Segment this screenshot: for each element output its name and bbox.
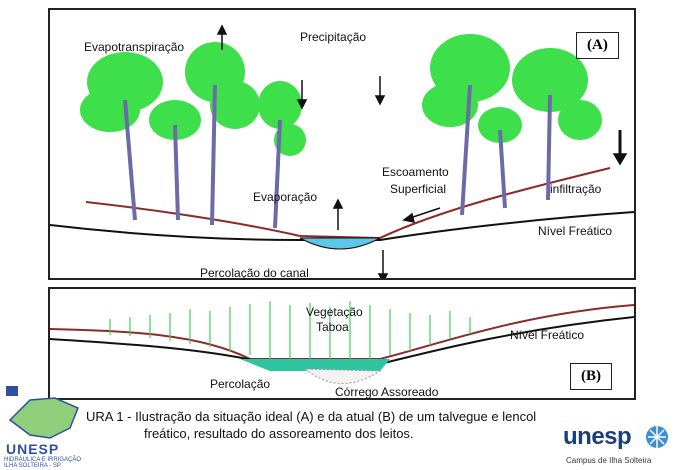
percolation-label-b: Percolação bbox=[210, 377, 271, 391]
panel-b-drawing bbox=[50, 301, 634, 384]
channel-percolation-label: Percolação do canal bbox=[200, 266, 309, 280]
water-table-label-b: Nível Freático bbox=[510, 328, 585, 342]
caption-line-1: URA 1 - Ilustração da situação ideal (A)… bbox=[86, 409, 537, 424]
unesp-left-subtitle: HIDRÁULICA E IRRIGAÇÃO ILHA SOLTEIRA - S… bbox=[4, 457, 82, 469]
evapotranspiration-label: Evapotranspiração bbox=[84, 40, 185, 54]
water-table-label: Nível Freático bbox=[538, 224, 613, 238]
panel-b: (B) Vegetação Taboa Nível Freático Perco… bbox=[48, 287, 636, 400]
runoff-label-1: Escoamento bbox=[382, 165, 449, 179]
panel-a-drawing bbox=[50, 24, 634, 278]
panel-a-tag: (A) bbox=[576, 32, 619, 59]
unesp-hydraulics-logo bbox=[0, 380, 84, 470]
precipitation-label: Precipitação bbox=[300, 30, 367, 44]
arrows bbox=[216, 24, 628, 278]
unesp-globe-icon bbox=[646, 426, 668, 448]
taboa-label: Taboa bbox=[316, 320, 349, 334]
campus-label: Campus de Ilha Solteira bbox=[566, 456, 652, 465]
soil-line bbox=[85, 167, 611, 240]
channel-water-b bbox=[240, 359, 390, 371]
panel-a: (A) Evapotranspiração Precipitação Escoa… bbox=[48, 8, 636, 280]
soil-line-b bbox=[50, 304, 634, 360]
evaporation-label: Evaporação bbox=[253, 190, 318, 204]
figure-caption: URA 1 - Ilustração da situação ideal (A)… bbox=[86, 408, 556, 442]
trees-right bbox=[422, 34, 602, 143]
vegetation-lines bbox=[109, 301, 471, 359]
unesp-right-wordmark: unesp bbox=[563, 423, 632, 450]
trunks-right bbox=[460, 84, 552, 216]
unesp-left-wordmark: UNESP bbox=[6, 441, 60, 457]
vegetation-label: Vegetação bbox=[306, 305, 363, 319]
trunks-left bbox=[123, 84, 282, 229]
silted-stream-label: Córrego Assoreado bbox=[335, 385, 439, 399]
trees-left bbox=[80, 42, 306, 156]
caption-line-2: freático, resultado do assoreamento dos … bbox=[144, 426, 414, 441]
infiltration-label: infiltração bbox=[550, 182, 602, 196]
runoff-label-2: Superficial bbox=[390, 182, 447, 196]
channel-water bbox=[299, 237, 381, 250]
silted-bed bbox=[303, 368, 382, 384]
sp-map-icon bbox=[6, 386, 79, 439]
panel-b-tag: (B) bbox=[570, 363, 612, 390]
